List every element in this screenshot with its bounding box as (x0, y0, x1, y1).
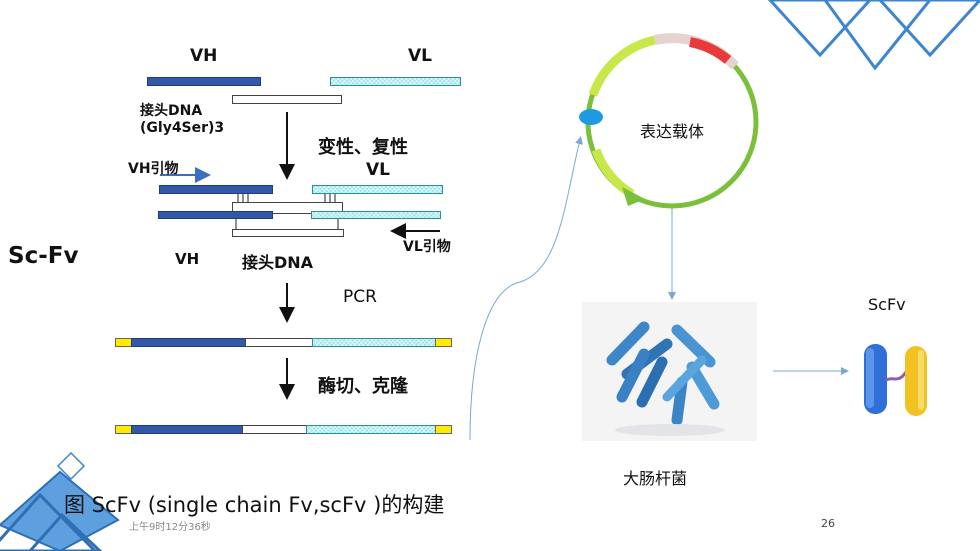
denature-anneal-label: 变性、复性 (318, 137, 408, 158)
pcr-label: PCR (343, 287, 377, 307)
end-cap-right-1 (435, 338, 452, 347)
vh-strand-lower (158, 211, 273, 219)
vh-strand (159, 185, 273, 194)
vh-top-label: VH (190, 46, 218, 66)
vl-middle-label: VL (366, 160, 390, 180)
bacteria-image (582, 302, 757, 441)
linker-bottom-label: 接头DNA (242, 253, 314, 272)
scfv-product-label: ScFv (868, 295, 906, 314)
vh-fragment (147, 77, 261, 86)
linker-strand-lower (232, 229, 344, 237)
vl-primer-label: VL引物 (403, 239, 451, 255)
figure-caption: 图 ScFv (single chain Fv,scFv )的构建 (64, 493, 445, 517)
ecoli-label: 大肠杆菌 (623, 469, 688, 488)
vh-bottom-label: VH (175, 250, 200, 268)
page-number: 26 (821, 517, 835, 530)
vl-strand (312, 185, 443, 194)
timestamp: 上午9时12分36秒 (129, 522, 211, 533)
digest-clone-label: 酶切、克隆 (318, 376, 408, 397)
linker-fragment (232, 95, 342, 104)
end-cap-right-2 (435, 425, 452, 434)
vl-fragment (330, 77, 461, 86)
linker-dna-label: 接头DNA (140, 103, 203, 119)
vh-primer-label: VH引物 (128, 161, 179, 177)
linker-seq-label: (Gly4Ser)3 (140, 120, 225, 136)
vector-label: 表达载体 (640, 122, 705, 141)
vl-top-label: VL (408, 46, 432, 66)
vl-strand-lower (311, 211, 441, 219)
scfv-side-label: Sc-Fv (8, 243, 79, 269)
